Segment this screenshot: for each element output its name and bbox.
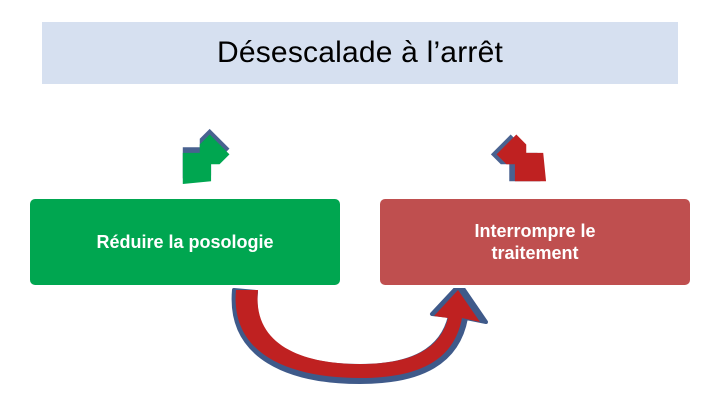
title-banner xyxy=(42,22,678,84)
red-down-right-arrow xyxy=(490,134,547,182)
page-title: Désescalade à l’arrêt xyxy=(216,36,503,69)
box-stop-treatment-line2: traitement xyxy=(491,243,579,263)
red-curved-up-arrow xyxy=(231,288,488,384)
box-stop-treatment-label: Interrompre le traitement xyxy=(474,220,595,265)
green-down-left-arrow xyxy=(182,128,230,185)
box-reduce-dosage-label: Réduire la posologie xyxy=(96,231,274,252)
box-reduce-dosage[interactable]: Réduire la posologie xyxy=(30,199,340,285)
box-stop-treatment-line1: Interrompre le xyxy=(474,220,596,241)
box-stop-treatment[interactable]: Interrompre le traitement xyxy=(380,199,690,285)
